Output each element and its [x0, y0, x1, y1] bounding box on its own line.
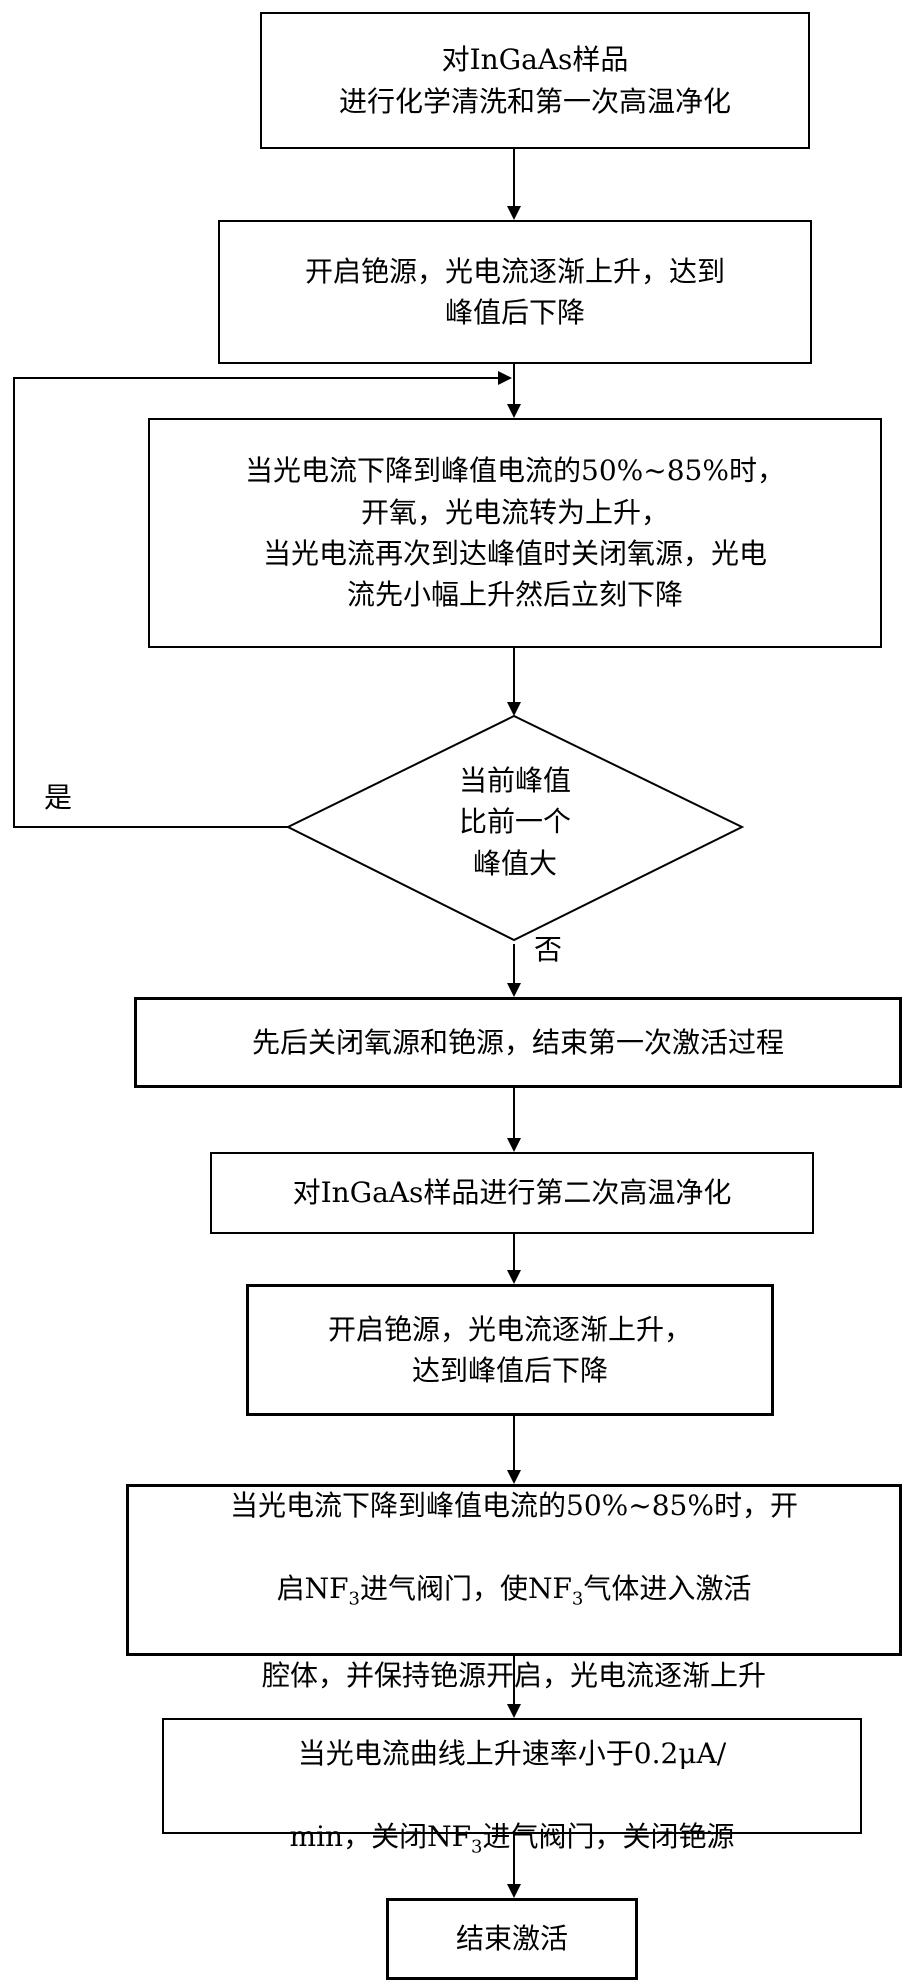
branch-yes-label: 是: [44, 781, 73, 814]
step-initial-clean: 对InGaAs样品 进行化学清洗和第一次高温净化: [260, 12, 810, 149]
step-second-clean: 对InGaAs样品进行第二次高温净化: [210, 1152, 814, 1234]
step-close-sources: 先后关闭氧源和铯源，结束第一次激活过程: [134, 997, 902, 1088]
step-open-cs-2: 开启铯源，光电流逐渐上升， 达到峰值后下降: [246, 1284, 774, 1416]
step-open-cs: 开启铯源，光电流逐渐上升，达到 峰值后下降: [218, 220, 812, 364]
step-cs-oxygen-cycle: 当光电流下降到峰值电流的50%~85%时， 开氧，光电流转为上升， 当光电流再次…: [148, 418, 882, 648]
step-end-activation: 结束激活: [386, 1898, 638, 1980]
decision-text: 当前峰值 比前一个 峰值大: [458, 764, 571, 880]
s7-line3: 腔体，并保持铯源开启，光电流逐渐上升: [261, 1658, 766, 1692]
step-nf3-activation: 当光电流下降到峰值电流的50%~85%时，开 启NF3进气阀门，使NF3气体进入…: [126, 1484, 902, 1692]
step-close-nf3: 当光电流曲线上升速率小于0.2μA/ min，关闭NF3进气阀门，关闭铯源: [162, 1718, 862, 1857]
s8-line1: 当光电流曲线上升速率小于0.2μA/: [297, 1736, 727, 1770]
s7-line1: 当光电流下降到峰值电流的50%~85%时，开: [230, 1489, 798, 1523]
arrow-yes-loop: [13, 371, 512, 828]
branch-no-label: 否: [534, 933, 563, 966]
decision-diamond: [285, 714, 745, 942]
